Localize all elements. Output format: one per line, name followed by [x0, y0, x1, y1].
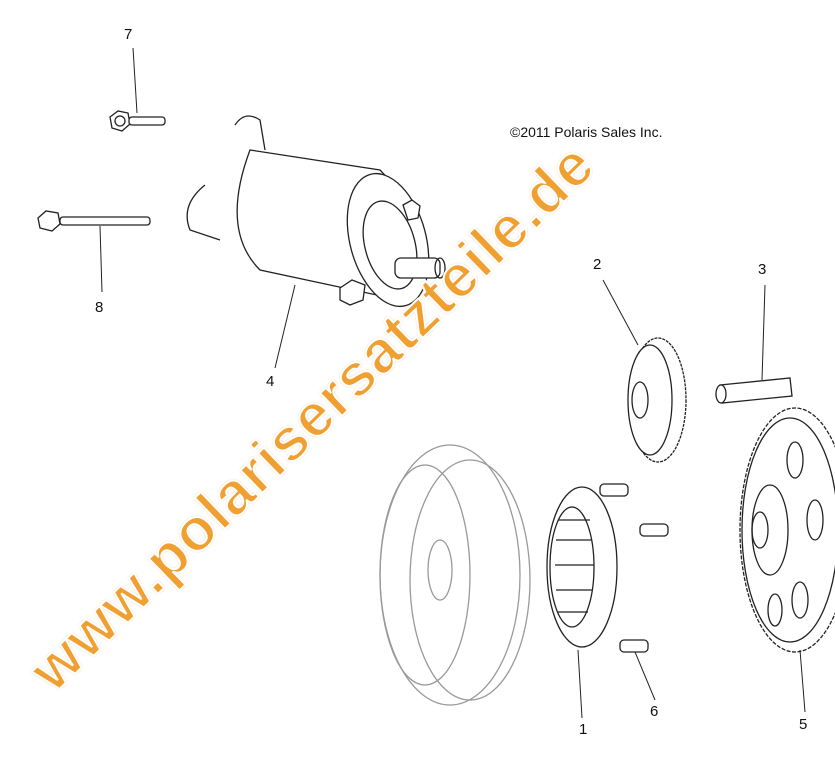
callout-2: 2: [593, 256, 602, 273]
part-7-bolt: [109, 110, 166, 132]
part-3-shaft: [715, 377, 793, 404]
leader-lines: [99, 47, 806, 719]
part-5-large-gear: [739, 407, 835, 653]
callout-4: 4: [266, 373, 275, 390]
part-1-starter-clutch: [546, 486, 618, 648]
part-8-bolt: [37, 210, 151, 232]
part-6-screws: [599, 483, 669, 653]
part-2-gear: [627, 337, 687, 463]
copyright-notice: ©2011 Polaris Sales Inc.: [510, 124, 663, 140]
callout-1: 1: [579, 721, 588, 738]
callout-7: 7: [124, 26, 133, 43]
callout-5: 5: [799, 716, 808, 733]
callout-3: 3: [758, 261, 767, 278]
part-4-starter-motor: [186, 115, 446, 308]
flywheel: [379, 444, 531, 706]
callout-6: 6: [650, 703, 659, 720]
callout-8: 8: [95, 299, 104, 316]
